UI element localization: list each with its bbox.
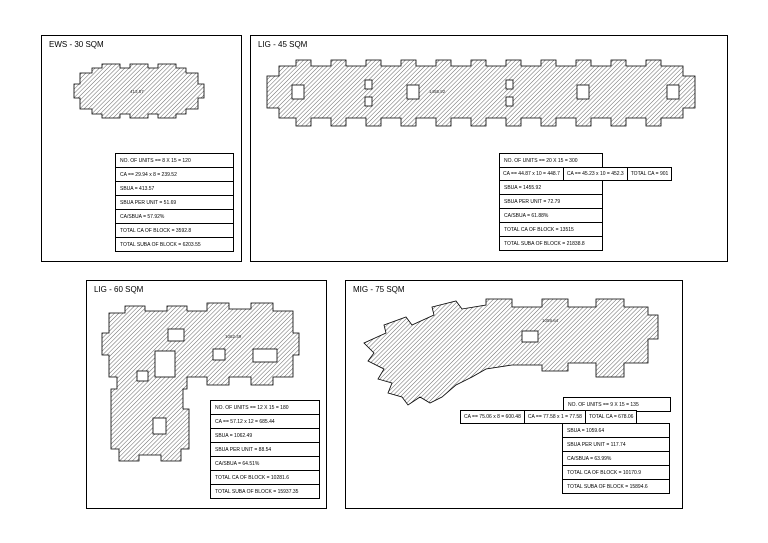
ews-row: SBUA = 413.57 xyxy=(115,181,234,196)
plan-area-label: 1059.64 xyxy=(542,318,559,323)
lig45-summary-table: SBUA = 1455.92 SBUA PER UNIT = 72.79 CA/… xyxy=(499,180,603,251)
floor-plan-mig-75: 1059.64 xyxy=(363,298,659,406)
ews-row: TOTAL SUBA OF BLOCK = 6203.55 xyxy=(115,237,234,252)
mig75-row: CA/SBUA = 63.99% xyxy=(562,451,670,466)
lig60-row: CA/SBUA = 64.51% xyxy=(210,456,320,471)
floor-plan-lig-45: 1455.92 xyxy=(266,59,696,127)
lig60-row: CA == 57.12 x 12 = 685.44 xyxy=(210,414,320,429)
panel-title: LIG - 60 SQM xyxy=(94,285,144,294)
ews-row: NO. OF UNITS == 8 X 15 = 120 xyxy=(115,153,234,168)
lig60-row: TOTAL SUBA OF BLOCK = 15937.35 xyxy=(210,484,320,499)
panel-lig-60: LIG - 60 SQM 1062.49 NO. OF UNITS == 12 … xyxy=(86,280,327,509)
mig75-ca-total: TOTAL CA = 678.06 xyxy=(584,410,638,424)
panel-title: LIG - 45 SQM xyxy=(258,40,308,49)
mig75-row: NO. OF UNITS == 9 X 15 = 135 xyxy=(563,397,671,412)
lig45-ca-total: TOTAL CA = 901 xyxy=(626,167,673,181)
ews-row: SBUA PER UNIT = 51.69 xyxy=(115,195,234,210)
lig45-ca-cell: CA == 44.87 x 10 = 448.7 xyxy=(499,167,564,181)
lig45-ca-row: CA == 44.87 x 10 = 448.7 CA == 45.23 x 1… xyxy=(499,167,673,181)
lig45-row: TOTAL CA OF BLOCK = 13515 xyxy=(499,222,603,237)
lig45-row: TOTAL SUBA OF BLOCK = 21838.8 xyxy=(499,236,603,251)
lig60-summary-table: NO. OF UNITS == 12 X 15 = 180 CA == 57.1… xyxy=(210,400,320,499)
mig75-row: SBUA PER UNIT = 117.74 xyxy=(562,437,670,452)
plan-area-label: 413.57 xyxy=(130,89,144,94)
lig60-row: SBUA PER UNIT = 88.54 xyxy=(210,442,320,457)
mig75-units-row: NO. OF UNITS == 9 X 15 = 135 xyxy=(563,397,671,412)
ews-row: TOTAL CA OF BLOCK = 3592.8 xyxy=(115,223,234,238)
panel-ews-30: EWS - 30 SQM 413.57 NO. OF UNITS == 8 X … xyxy=(41,35,242,262)
mig75-ca-row: CA == 75.06 x 8 = 600.48 CA == 77.58 x 1… xyxy=(460,410,638,424)
mig75-summary-table: SBUA = 1059.64 SBUA PER UNIT = 117.74 CA… xyxy=(562,423,670,494)
mig75-row: TOTAL SUBA OF BLOCK = 15894.6 xyxy=(562,479,670,494)
panel-title: MIG - 75 SQM xyxy=(353,285,405,294)
ews-row: CA == 29.94 x 8 = 239.52 xyxy=(115,167,234,182)
lig60-row: NO. OF UNITS == 12 X 15 = 180 xyxy=(210,400,320,415)
lig45-row: SBUA PER UNIT = 72.79 xyxy=(499,194,603,209)
lig45-row: NO. OF UNITS == 20 X 15 = 300 xyxy=(499,153,603,168)
mig75-row: SBUA = 1059.64 xyxy=(562,423,670,438)
mig75-row: TOTAL CA OF BLOCK = 10170.9 xyxy=(562,465,670,480)
plan-area-label: 1455.92 xyxy=(429,89,446,94)
lig45-units-row: NO. OF UNITS == 20 X 15 = 300 xyxy=(499,153,603,168)
plan-area-label: 1062.49 xyxy=(225,334,242,339)
mig75-ca-cell: CA == 75.06 x 8 = 600.48 xyxy=(460,410,525,424)
floor-plan-ews: 413.57 xyxy=(73,63,205,119)
panel-title: EWS - 30 SQM xyxy=(49,40,104,49)
lig45-ca-cell: CA == 45.23 x 10 = 452.3 xyxy=(562,167,628,181)
ews-row: CA/SBUA = 57.92% xyxy=(115,209,234,224)
floor-plan-lig-60: 1062.49 xyxy=(101,302,300,462)
lig60-row: TOTAL CA OF BLOCK = 10281.6 xyxy=(210,470,320,485)
lig45-row: CA/SBUA = 61.88% xyxy=(499,208,603,223)
ews-summary-table: NO. OF UNITS == 8 X 15 = 120 CA == 29.94… xyxy=(115,153,234,252)
lig60-row: SBUA = 1062.49 xyxy=(210,428,320,443)
panel-lig-45: LIG - 45 SQM 1455.92 NO. OF UNITS == 20 … xyxy=(250,35,728,262)
lig45-row: SBUA = 1455.92 xyxy=(499,180,603,195)
mig75-ca-cell: CA == 77.58 x 1 = 77.58 xyxy=(523,410,586,424)
